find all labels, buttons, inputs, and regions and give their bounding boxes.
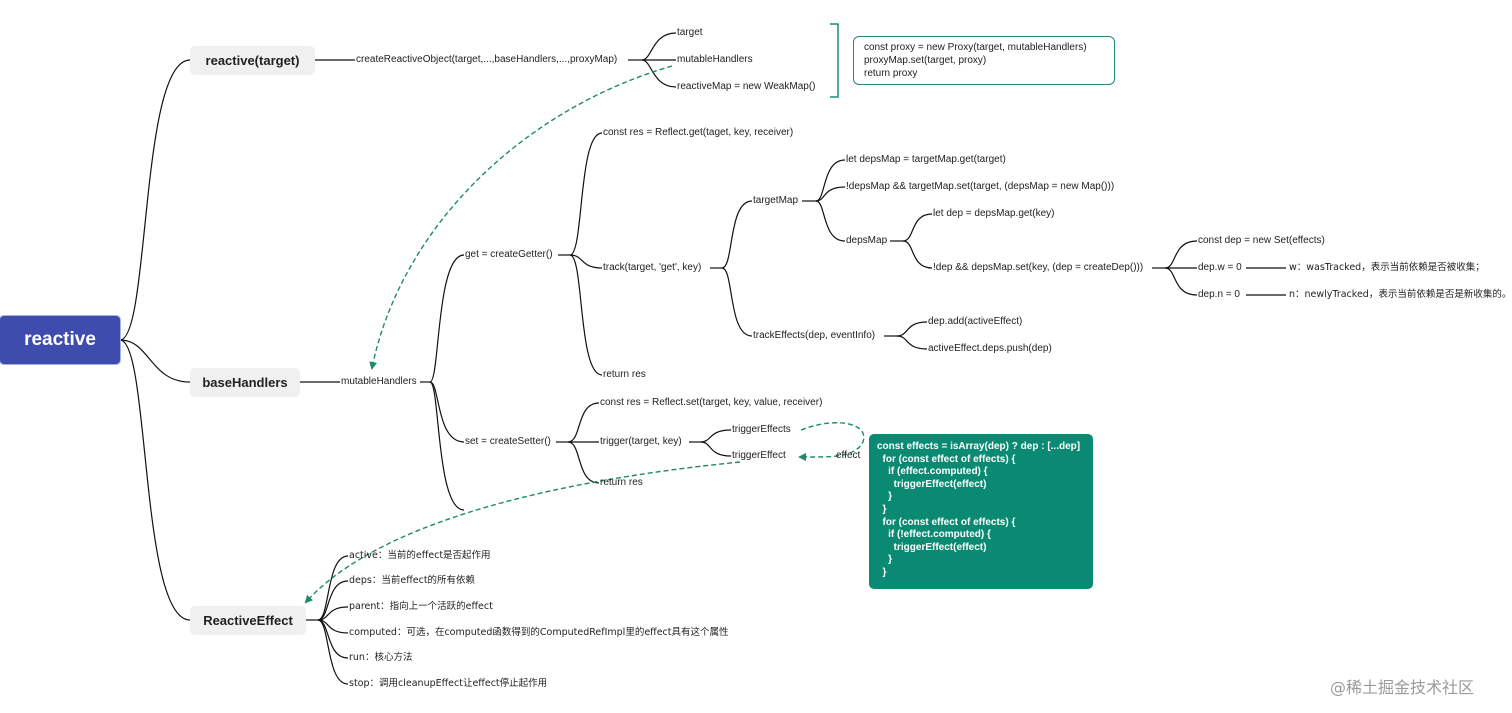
mutable-handlers-child-node: mutableHandlers <box>341 376 417 387</box>
code-line: } <box>877 554 893 566</box>
code-line: } <box>877 491 893 503</box>
effect-run-node: run：核心方法 <box>349 652 413 663</box>
effect-label: effect <box>836 450 861 461</box>
watermark: @稀土掘金技术社区 <box>1330 678 1475 697</box>
effect-active-node: active：当前的effect是否起作用 <box>349 550 491 561</box>
dep-n-node: dep.n = 0 <box>1198 289 1240 300</box>
dep-set-node: !dep && depsMap.set(key, (dep = createDe… <box>933 262 1144 273</box>
trigger-effects-code-box: const effects = isArray(dep) ? dep : [..… <box>869 434 1093 589</box>
trigger-effects-node: triggerEffects <box>732 424 791 435</box>
track-effects-node: trackEffects(dep, eventInfo) <box>753 330 876 341</box>
code-line: return proxy <box>864 68 918 79</box>
code-line: for (const effect of effects) { <box>877 516 1016 528</box>
code-line: for (const effect of effects) { <box>877 453 1016 465</box>
let-deps-map-node: let depsMap = targetMap.get(target) <box>846 154 1006 165</box>
code-line: if (!effect.computed) { <box>877 529 991 541</box>
effect-stop-node: stop：调用cleanupEffect让effect停止起作用 <box>349 678 548 689</box>
deps-map-node: depsMap <box>846 235 888 246</box>
proxy-code-box: const proxy = new Proxy(target, mutableH… <box>853 36 1115 85</box>
track-node: track(target, 'get', key) <box>603 262 702 273</box>
effect-computed-node: computed：可选，在computed函数得到的ComputedRefImp… <box>349 627 729 638</box>
reactive-effect-node: ReactiveEffect <box>190 606 306 635</box>
let-dep-node: let dep = depsMap.get(key) <box>933 208 1055 219</box>
const-dep-node: const dep = new Set(effects) <box>1198 235 1325 246</box>
code-line: const proxy = new Proxy(target, mutableH… <box>864 42 1087 53</box>
dep-w-desc-node: w：wasTracked，表示当前依赖是否被收集； <box>1289 262 1485 273</box>
code-line: } <box>877 566 887 578</box>
mutable-handlers-node: mutableHandlers <box>677 54 753 65</box>
set-return-node: return res <box>600 477 643 488</box>
code-line: triggerEffect(effect) <box>877 478 987 490</box>
effect-parent-node: parent：指向上一个活跃的effect <box>349 601 493 612</box>
reactive-map-node: reactiveMap = new WeakMap() <box>677 81 816 92</box>
code-line: const effects = isArray(dep) ? dep : [..… <box>877 441 1081 452</box>
trigger-effect-node: triggerEffect <box>732 450 786 461</box>
target-node: target <box>677 27 703 38</box>
dep-w-node: dep.w = 0 <box>1198 262 1242 273</box>
dep-n-desc-node: n：newlyTracked，表示当前依赖是否是新收集的。 <box>1289 289 1512 300</box>
reactive-target-node: reactive(target) <box>190 46 315 75</box>
get-create-getter-node: get = createGetter() <box>465 249 553 260</box>
get-return-node: return res <box>603 369 646 380</box>
effect-deps-node: deps：当前effect的所有依赖 <box>349 575 476 586</box>
root-node: reactive <box>0 316 120 364</box>
code-line: if (effect.computed) { <box>877 466 988 478</box>
dep-add-node: dep.add(activeEffect) <box>928 316 1023 327</box>
code-line: proxyMap.set(target, proxy) <box>864 55 987 66</box>
create-reactive-object-node: createReactiveObject(target,...,baseHand… <box>356 54 618 65</box>
trigger-node: trigger(target, key) <box>600 436 682 447</box>
reflect-get-node: const res = Reflect.get(taget, key, rece… <box>603 127 794 138</box>
deps-push-node: activeEffect.deps.push(dep) <box>928 343 1052 354</box>
reflect-set-node: const res = Reflect.set(target, key, val… <box>600 397 823 408</box>
code-line: triggerEffect(effect) <box>877 541 987 553</box>
deps-map-set-node: !depsMap && targetMap.set(target, (depsM… <box>846 181 1115 192</box>
base-handlers-node: baseHandlers <box>190 368 300 397</box>
code-line: } <box>877 503 887 515</box>
set-create-setter-node: set = createSetter() <box>465 436 551 447</box>
target-map-node: targetMap <box>753 195 799 206</box>
